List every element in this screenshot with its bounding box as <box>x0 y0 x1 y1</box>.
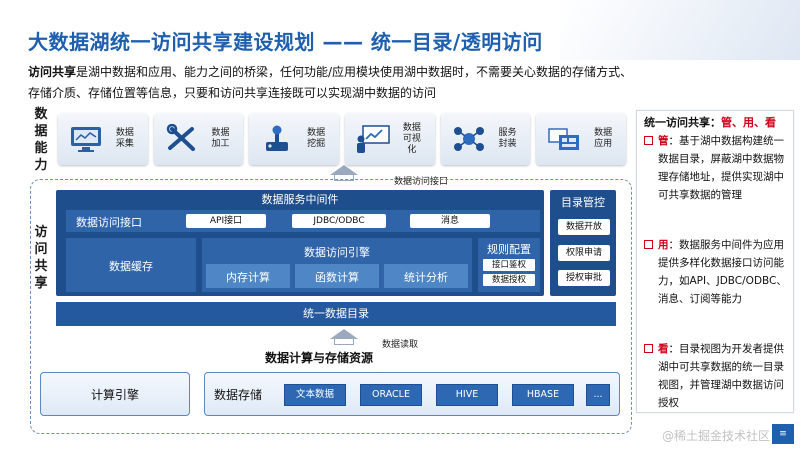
arrow-read-head <box>330 329 358 339</box>
cache-label: 数据缓存 <box>109 260 153 273</box>
logo-icon: ≡ <box>772 424 794 444</box>
chip-api[interactable]: API接口 <box>186 214 266 228</box>
intro-text: 是湖中数据和应用、能力之间的桥梁，任何功能/应用模块使用湖中数据时，不需要关心数… <box>28 65 633 100</box>
storage-label: 数据存储 <box>214 388 263 402</box>
square-bullet-icon <box>644 344 653 353</box>
panel-item-view: 看：目录视图为开发者提供湖中可共享数据的统一目录视图，并管理湖中数据访问授权 <box>644 340 790 412</box>
capability-label: 服务封装 <box>498 128 517 149</box>
store-more[interactable]: ... <box>586 384 610 406</box>
rule-data-grant[interactable]: 数据授权 <box>483 274 535 286</box>
cache-block <box>66 238 196 292</box>
capability-label: 数据挖掘 <box>307 128 326 149</box>
panel-item-text: ：目录视图为开发者提供湖中可共享数据的统一目录视图，并管理湖中数据访问授权 <box>658 343 784 409</box>
engine-part-stats <box>384 264 468 288</box>
access-interface-label: 数据访问接口 <box>76 216 142 229</box>
engine-label: 数据访问引擎 <box>304 246 370 259</box>
access-interface-note: 数据访问接口 <box>394 177 449 187</box>
presentation-icon <box>356 125 390 153</box>
resources-title: 数据计算与存储资源 <box>265 351 374 365</box>
arrow-up-head <box>330 165 358 175</box>
capability-card-app[interactable]: 数据应用 <box>536 113 627 165</box>
middleware-title: 数据服务中间件 <box>261 193 339 206</box>
side-label-capability: 数据能力 <box>34 107 48 173</box>
capability-card-service[interactable]: 服务封装 <box>440 113 531 165</box>
engine-part-label: 内存计算 <box>226 271 270 284</box>
monitor-icon <box>70 127 101 152</box>
store-oracle[interactable]: ORACLE <box>360 384 422 406</box>
header-decoration <box>560 0 800 60</box>
chip-jdbc-odbc[interactable]: JDBC/ODBC <box>292 214 386 228</box>
store-hive[interactable]: HIVE <box>436 384 498 406</box>
rules-title: 规则配置 <box>487 243 531 256</box>
capability-card-process[interactable]: 数据加工 <box>153 113 244 165</box>
catalog-item-apply[interactable]: 权限申请 <box>558 245 610 261</box>
panel-item-key: 用 <box>658 239 669 251</box>
database-app-icon <box>548 128 580 150</box>
chip-message[interactable]: 消息 <box>410 214 490 228</box>
catalog-item-approve[interactable]: 授权审批 <box>558 270 610 286</box>
panel-title-keys: 管、用、看 <box>721 116 776 129</box>
access-share-frame <box>30 179 632 434</box>
catalog-item-open[interactable]: 数据开放 <box>558 219 610 235</box>
tools-icon <box>166 124 195 151</box>
capability-label: 数据应用 <box>594 128 613 149</box>
capability-label: 数据加工 <box>211 128 230 149</box>
panel-item-text: ：基于湖中数据构建统一数据目录，屏蔽湖中数据物理存储地址，提供实现湖中可共享数据… <box>658 135 784 201</box>
data-read-note: 数据读取 <box>382 340 419 350</box>
engine-part-label: 函数计算 <box>315 271 359 284</box>
compute-engine-label: 计算引擎 <box>90 388 139 402</box>
capability-card-visualize[interactable]: 数据可视化 <box>345 113 435 165</box>
panel-title-prefix: 统一访问共享： <box>644 116 721 129</box>
panel-item-use: 用：数据服务中间件为应用提供多样化数据接口访问能力，如API、JDBC/ODBC… <box>644 236 790 308</box>
engine-part-memory <box>206 264 290 288</box>
capability-card-mining[interactable]: 数据挖掘 <box>249 113 340 165</box>
panel-title: 统一访问共享：管、用、看 <box>644 114 776 130</box>
panel-item-key: 管 <box>658 135 669 147</box>
capability-label: 数据可视化 <box>402 122 421 155</box>
intro-term: 访问共享 <box>28 65 77 79</box>
capability-card-collect[interactable]: 数据采集 <box>58 113 148 165</box>
side-label-access: 访问共享 <box>34 225 48 291</box>
square-bullet-icon <box>644 240 653 249</box>
panel-item-text: ：数据服务中间件为应用提供多样化数据接口访问能力，如API、JDBC/ODBC、… <box>658 239 787 305</box>
unified-catalog-bar: 统一数据目录 <box>56 302 616 326</box>
page-title: 大数据湖统一访问共享建设规划 —— 统一目录/透明访问 <box>28 30 543 54</box>
store-text[interactable]: 文本数据 <box>284 384 346 406</box>
panel-item-key: 看 <box>658 343 669 355</box>
rule-interface-auth[interactable]: 接口鉴权 <box>483 259 535 271</box>
watermark: @稀土掘金技术社区 <box>661 429 770 443</box>
intro-paragraph: 访问共享是湖中数据和应用、能力之间的桥梁，任何功能/应用模块使用湖中数据时，不需… <box>28 62 638 104</box>
engine-part-function <box>295 264 379 288</box>
compute-engine-box[interactable] <box>40 372 190 416</box>
catalog-title: 目录管控 <box>561 196 605 209</box>
panel-item-manage: 管：基于湖中数据构建统一数据目录，屏蔽湖中数据物理存储地址，提供实现湖中可共享数… <box>644 132 790 204</box>
capability-row: 数据采集 数据加工 数据挖掘 数据可视化 <box>58 113 627 165</box>
square-bullet-icon <box>644 136 653 145</box>
network-icon <box>453 127 484 151</box>
capability-label: 数据采集 <box>115 128 134 149</box>
store-hbase[interactable]: HBASE <box>512 384 574 406</box>
engine-part-label: 统计分析 <box>404 271 448 284</box>
summary-panel <box>636 110 794 413</box>
joystick-icon <box>266 125 289 151</box>
